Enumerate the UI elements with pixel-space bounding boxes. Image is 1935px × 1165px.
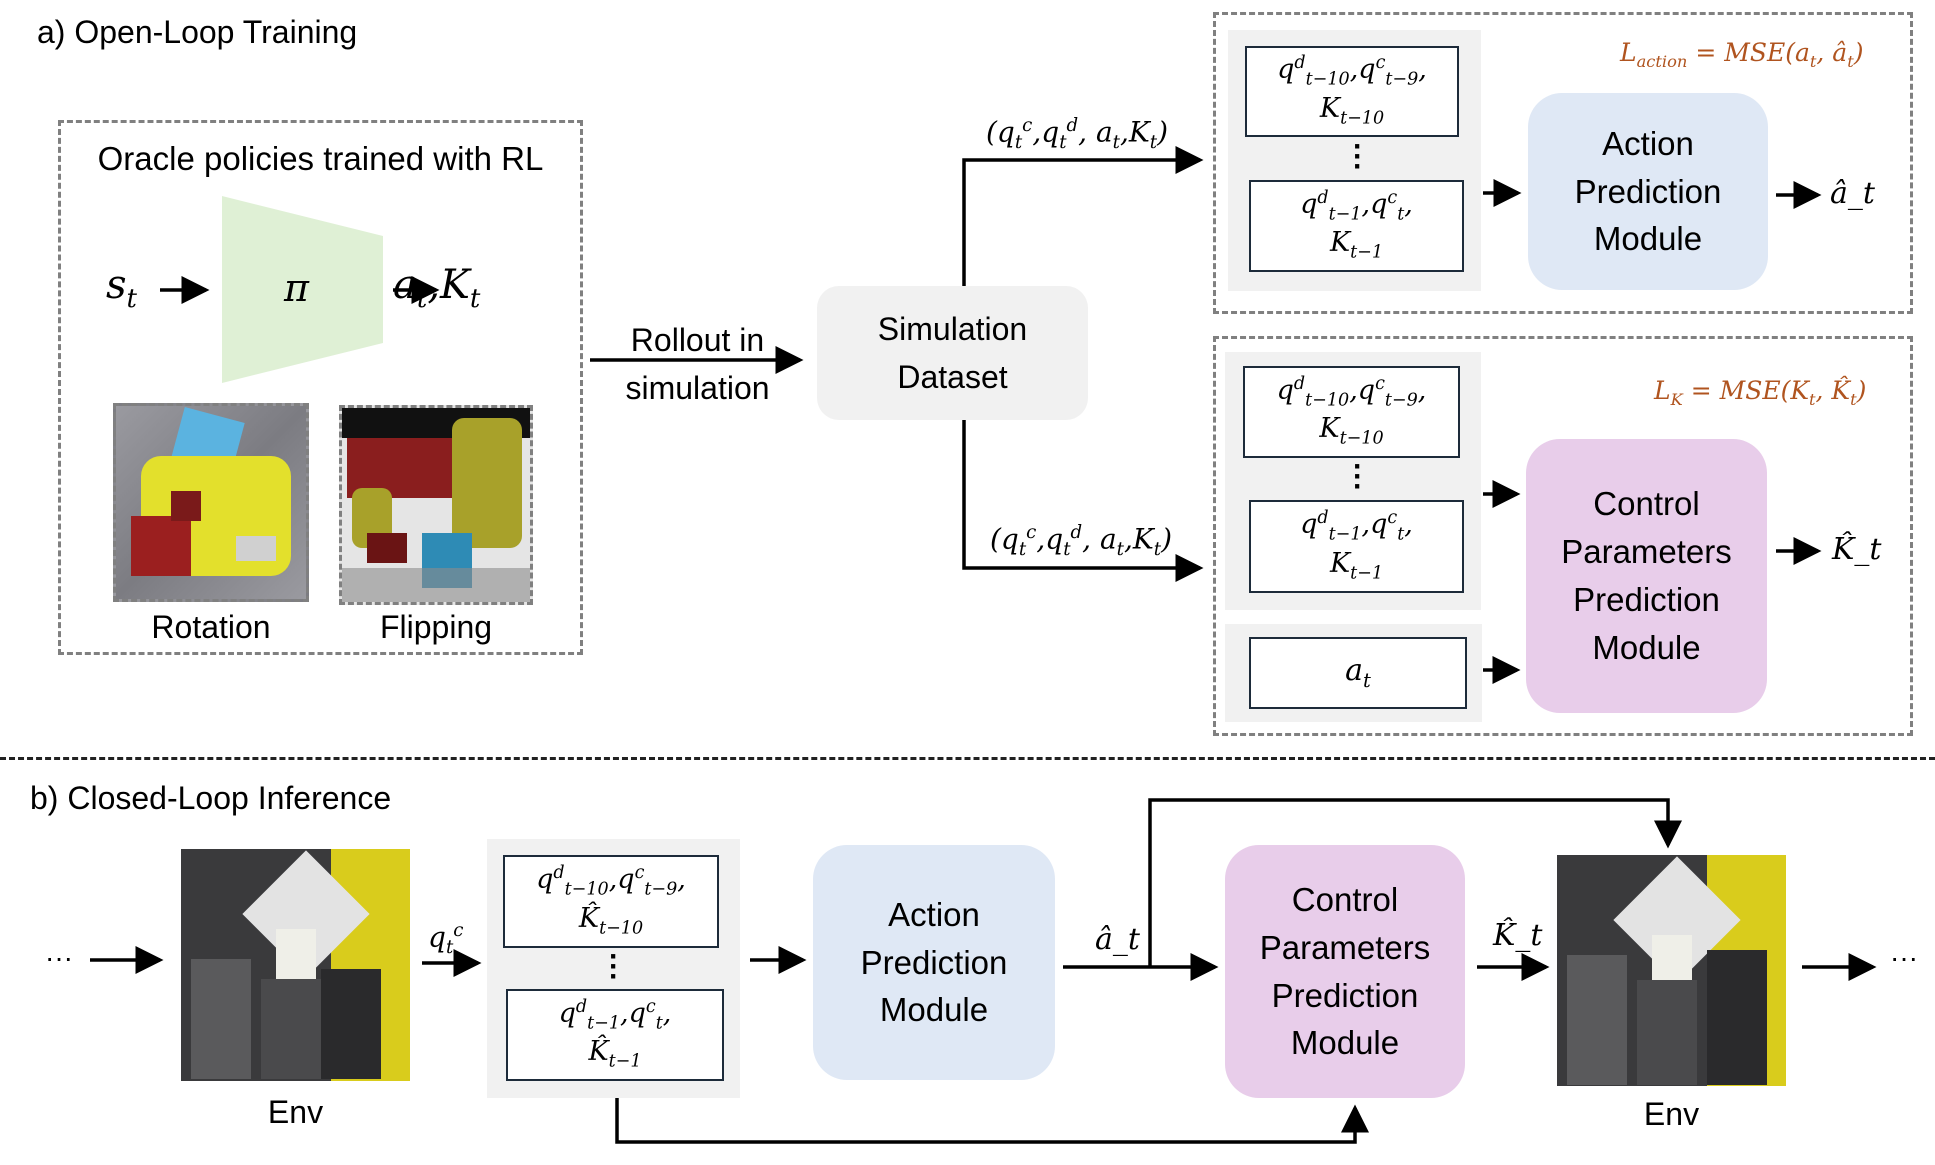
history-entry-latest: qdt−1,qct, K̂t−1: [506, 989, 724, 1081]
module-label-line: Control: [1593, 485, 1700, 523]
history-entry-oldest: qdt−10,qct−9, K̂t−10: [503, 855, 719, 948]
control-output-label-inference: K̂_t: [1493, 918, 1543, 953]
section-b-title: b) Closed-Loop Inference: [30, 780, 392, 816]
history-entry-line1: qdt−10,qct−9,: [1276, 373, 1427, 411]
history-entry-oldest: qdt−10,qct−9, Kt−10: [1243, 366, 1460, 458]
module-label-line: Prediction: [860, 943, 1008, 981]
rotation-sim-image: [113, 403, 309, 602]
module-label-line: Control: [1291, 880, 1399, 918]
arrow-history-to-control-module-inference: [615, 1098, 1369, 1144]
module-label-line: Parameters: [1561, 533, 1732, 571]
module-label-line: Module: [1290, 1024, 1400, 1062]
arrow-dataset-to-action-training: [962, 146, 1204, 286]
section-a-title: a) Open-Loop Training: [37, 14, 358, 50]
ellipsis-end: ···: [1890, 942, 1918, 973]
action-output-label-inference: â_t: [1095, 922, 1140, 957]
action-training-box: [1213, 12, 1913, 314]
history-entry-line1: qdt−1,qct,: [558, 996, 672, 1034]
action-input-label: at: [1345, 653, 1371, 693]
action-prediction-module-inference: Action Prediction Module: [813, 845, 1055, 1080]
module-label-line: Module: [1592, 628, 1701, 666]
action-input-box: at: [1249, 637, 1467, 709]
module-label-line: Module: [879, 991, 989, 1029]
history-entry-line2: Kt−1: [1329, 547, 1384, 583]
history-entry-line2: Kt−1: [1329, 227, 1384, 263]
history-entry-latest: qdt−1,qct, Kt−1: [1249, 180, 1464, 272]
history-entry-line1: qdt−10,qct−9,: [536, 863, 686, 900]
task-label-rotation: Rotation: [151, 609, 271, 645]
history-entry-line1: qdt−10,qct−9,: [1277, 53, 1427, 90]
ellipsis-dots: ···: [1353, 130, 1363, 183]
task-label-flipping: Flipping: [379, 609, 493, 645]
action-prediction-module: Action Prediction Module: [1528, 93, 1768, 290]
module-label-line: Action: [888, 895, 980, 933]
action-output-label: â_t: [1830, 176, 1875, 211]
oracle-box-title: Oracle policies trained with RL: [97, 140, 544, 177]
history-entry-line2: K̂t−1: [588, 1036, 642, 1072]
env-real-robot-image: [181, 849, 410, 1081]
ellipsis-start: ···: [45, 942, 73, 973]
dataset-label-line2: Dataset: [897, 359, 1008, 395]
control-loss-formula: LK = MSE(Kt, K̂t): [1654, 376, 1867, 409]
dataset-label-line1: Simulation: [877, 311, 1028, 347]
history-entry-oldest: qdt−10,qct−9, Kt−10: [1245, 46, 1459, 137]
module-label-line: Prediction: [1271, 976, 1419, 1014]
env-label-next: Env: [1643, 1096, 1700, 1132]
history-entry-line1: qdt−1,qct,: [1300, 508, 1413, 545]
module-label-line: Parameters: [1259, 928, 1431, 966]
rollout-label-line2: simulation: [625, 370, 770, 406]
history-entry-line1: qdt−1,qct,: [1300, 187, 1413, 225]
control-parameters-prediction-module-inference: Control Parameters Prediction Module: [1225, 845, 1465, 1098]
control-output-label: K̂_t: [1832, 532, 1882, 567]
policy-network-shape: [222, 196, 383, 383]
arrow-dataset-to-control-training: [962, 420, 1204, 582]
simulation-dataset-node: Simulation Dataset: [817, 286, 1088, 420]
section-separator: [0, 757, 1935, 760]
control-parameters-prediction-module: Control Parameters Prediction Module: [1526, 439, 1767, 713]
env-real-robot-image-next: [1557, 855, 1786, 1086]
ellipsis-dots: ···: [609, 940, 619, 993]
arrow-action-to-env: [1148, 798, 1682, 967]
oracle-policies-box: [58, 120, 583, 655]
ellipsis-dots: ···: [1353, 450, 1363, 503]
branch-label-top: (qtc,qtd, at,Kt): [986, 115, 1169, 153]
history-entry-line2: Kt−10: [1319, 413, 1384, 449]
flipping-sim-image: [339, 405, 533, 605]
rollout-label: Rollout in simulation: [600, 316, 795, 412]
state-input-label: st: [106, 262, 137, 314]
rollout-label-line1: Rollout in: [630, 322, 765, 358]
control-training-box: [1213, 336, 1913, 736]
history-entry-line2: Kt−10: [1319, 92, 1385, 128]
history-entry-line2: K̂t−10: [578, 902, 644, 938]
observation-label: qtc: [428, 920, 464, 958]
branch-label-bottom: (qtc,qtd, at,Kt): [990, 522, 1173, 560]
policy-symbol: π: [284, 266, 309, 310]
module-label-line: Action: [1602, 124, 1694, 162]
history-entry-latest: qdt−1,qct, Kt−1: [1249, 500, 1464, 593]
module-label-line: Module: [1593, 220, 1703, 258]
action-loss-formula: Laction = MSE(at, ât): [1620, 38, 1864, 71]
module-label-line: Prediction: [1573, 581, 1720, 618]
module-label-line: Prediction: [1574, 172, 1722, 210]
env-label: Env: [267, 1094, 324, 1130]
